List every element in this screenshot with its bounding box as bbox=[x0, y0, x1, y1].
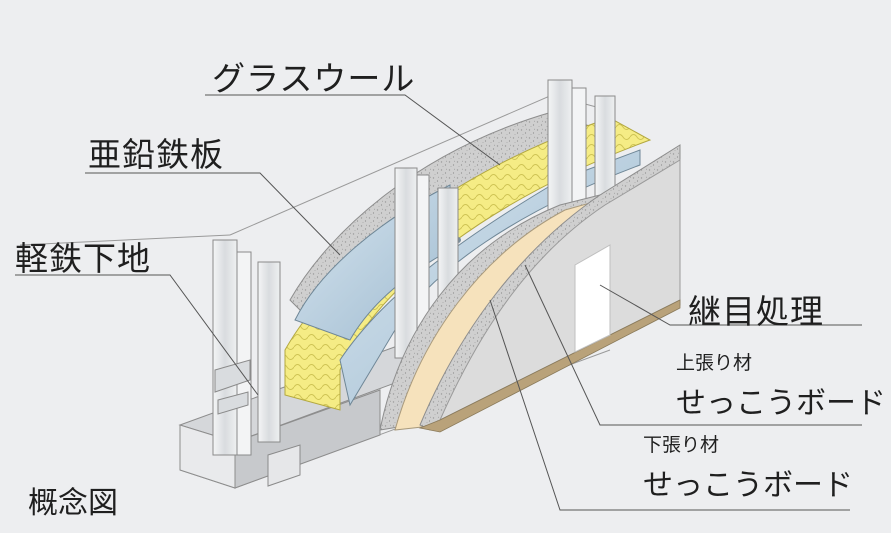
label-joint-treatment: 継目処理 bbox=[688, 292, 824, 331]
upper-gypsum-board bbox=[418, 144, 681, 433]
label-lower-material: 下張り材 bbox=[643, 434, 720, 456]
label-zinc-steel: 亜鉛鉄板 bbox=[88, 135, 224, 174]
label-upper-board: せっこうボード bbox=[676, 386, 886, 421]
label-light-steel-frame: 軽鉄下地 bbox=[15, 239, 151, 278]
leader-lines bbox=[15, 94, 862, 511]
steel-studs bbox=[212, 79, 616, 487]
label-concept-diagram: 概念図 bbox=[28, 486, 118, 521]
label-lower-board: せっこうボード bbox=[643, 468, 853, 503]
label-glass-wool: グラスウール bbox=[212, 59, 416, 98]
label-upper-material: 上張り材 bbox=[676, 352, 753, 374]
